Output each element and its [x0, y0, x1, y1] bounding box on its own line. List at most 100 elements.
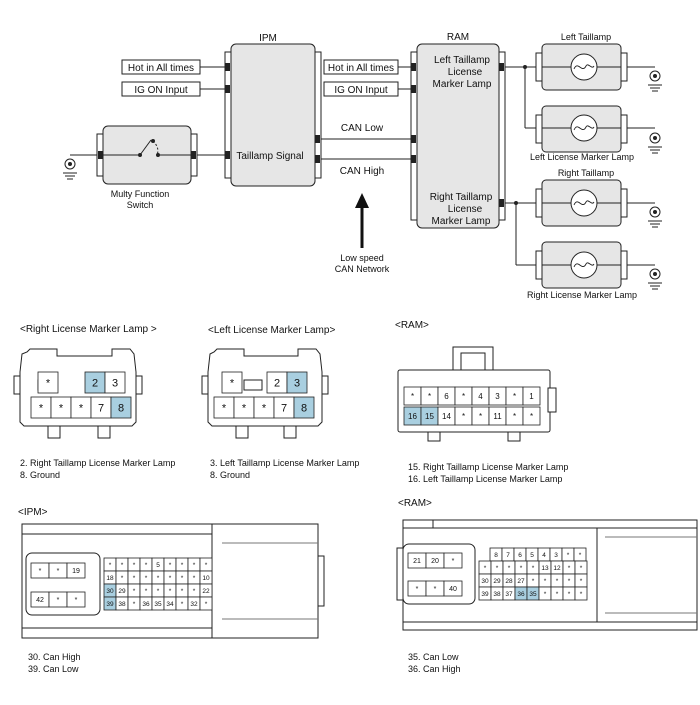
- ram-large-connector-title: <RAM>: [398, 498, 432, 509]
- pin-label: 14: [442, 412, 451, 421]
- ipm-legend-1: 30. Can High: [28, 652, 81, 662]
- pin-label: 28: [505, 578, 513, 585]
- pin-cell: [37, 371, 59, 394]
- ipm-connector-title: <IPM>: [18, 507, 48, 518]
- pin-label: *: [556, 591, 559, 598]
- ground-icon: [627, 264, 662, 290]
- ram-right-line-3: Marker Lamp: [432, 216, 491, 227]
- hot-in-all-times-label-right: Hot in All times: [328, 63, 394, 74]
- pin-label: 42: [36, 597, 44, 604]
- pin-label: 5: [156, 562, 160, 569]
- pin-label: *: [39, 402, 44, 414]
- pin-label: *: [181, 575, 184, 582]
- pin-label: 19: [72, 568, 80, 575]
- pin-label: *: [484, 565, 487, 572]
- pin-label: *: [479, 412, 482, 421]
- pin-label: 1: [529, 392, 534, 401]
- pin-label: 2: [274, 377, 280, 389]
- pin-cell: [199, 596, 213, 611]
- ground-icon: [627, 66, 662, 92]
- pin-cell: [221, 371, 243, 394]
- pin-label: 15: [425, 412, 434, 421]
- pin-label: *: [193, 575, 196, 582]
- ground-dot-switch: [68, 162, 72, 166]
- ig-on-input-label-right: IG ON Input: [334, 85, 388, 96]
- pin-label: 8: [494, 552, 498, 559]
- pin-cell: [104, 371, 126, 394]
- pin-label: 20: [431, 558, 439, 565]
- ground-icon: [627, 202, 662, 228]
- pin-label: *: [568, 578, 571, 585]
- pin-cell: [66, 591, 86, 608]
- pin-label: *: [416, 586, 419, 593]
- left-taillamp: [535, 43, 628, 91]
- left-license-lamp-label: Left License Marker Lamp: [530, 152, 634, 162]
- pin-label: 3: [294, 377, 300, 389]
- ipm-taillamp-signal: Taillamp Signal: [236, 151, 303, 162]
- pin-label: 5: [530, 552, 534, 559]
- ipm-right-flange: [314, 51, 322, 179]
- pin-label: *: [411, 392, 414, 401]
- pin-label: *: [133, 588, 136, 595]
- pin-label: *: [508, 565, 511, 572]
- pin-label: *: [57, 597, 60, 604]
- pin-label: 4: [478, 392, 483, 401]
- right-taillamp: [535, 179, 628, 227]
- pin-label: *: [452, 558, 455, 565]
- pin-label: *: [462, 412, 465, 421]
- left-taillamp-label: Left Taillamp: [561, 32, 611, 42]
- pin-label: 12: [553, 565, 561, 572]
- pin-label: *: [567, 552, 570, 559]
- pin-label: *: [145, 588, 148, 595]
- pin-label: *: [520, 565, 523, 572]
- pin-label: *: [580, 578, 583, 585]
- pin-label: 27: [517, 578, 525, 585]
- pin-label: *: [193, 588, 196, 595]
- pin-cell: [443, 580, 463, 597]
- hot-in-all-times-label-left: Hot in All times: [128, 63, 194, 74]
- pin-label: 30: [481, 578, 489, 585]
- pin-label: *: [193, 562, 196, 569]
- pin-label: *: [157, 588, 160, 595]
- ram-right-line-1: Right Taillamp: [430, 192, 493, 203]
- pin-label: *: [133, 562, 136, 569]
- pin-ipm-hot: [225, 63, 230, 71]
- pin-label: 18: [106, 575, 114, 582]
- left-license-marker-lamp: [535, 105, 628, 153]
- ram-small-legend-1: 15. Right Taillamp License Marker Lamp: [408, 462, 568, 472]
- pin-label: *: [181, 601, 184, 608]
- pin-cell: [293, 396, 315, 419]
- ram-small-legend-2: 16. Left Taillamp License Marker Lamp: [408, 474, 562, 484]
- pin-label: *: [568, 565, 571, 572]
- right-license-legend-2: 8. Ground: [20, 470, 60, 480]
- pin-label: *: [568, 591, 571, 598]
- pin-label: 21: [413, 558, 421, 565]
- pin-label: 38: [118, 601, 126, 608]
- pin-label: *: [46, 377, 51, 389]
- pin-ipm-ig: [225, 85, 230, 93]
- pin-label: 11: [493, 412, 502, 421]
- ram-left-line-3: Marker Lamp: [433, 79, 492, 90]
- pin-label: *: [39, 568, 42, 575]
- right-license-marker-lamp: [535, 241, 628, 289]
- pin-label: *: [57, 568, 60, 575]
- pin-label: *: [513, 392, 516, 401]
- ram-small-connector-title: <RAM>: [395, 320, 429, 331]
- pin-label: 7: [281, 402, 287, 414]
- pin-label: 40: [449, 586, 457, 593]
- pin-label: *: [513, 412, 516, 421]
- pin-label: 36: [142, 601, 150, 608]
- pin-label: 7: [98, 402, 104, 414]
- pin-label: *: [181, 562, 184, 569]
- ram-left-line-2: License: [448, 67, 483, 78]
- pin-label: *: [532, 565, 535, 572]
- pin-label: *: [434, 586, 437, 593]
- ram-right-line-2: License: [448, 204, 483, 215]
- pin-label: *: [79, 402, 84, 414]
- pin-label: *: [157, 575, 160, 582]
